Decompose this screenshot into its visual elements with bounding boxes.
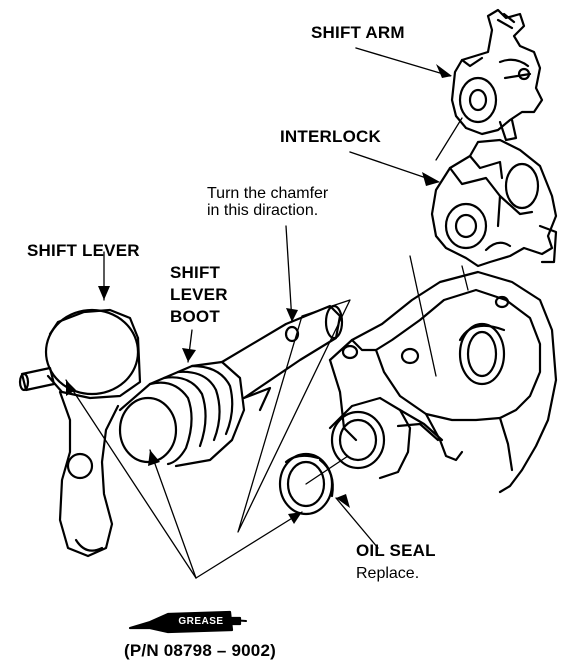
chamfer-note: Turn the chamfer in this diraction. [207,185,329,220]
label-leaders [349,47,451,183]
oil-seal-note: Replace. [356,565,420,582]
shift-lever-boot-label: SHIFT LEVER BOOT [170,262,228,328]
shift-arm-label: SHIFT ARM [311,23,405,42]
oil-seal-label: OIL SEAL [356,541,436,560]
arrowheads [66,64,452,524]
boot-label-line-3: BOOT [170,307,220,327]
boot-label-line-2: LEVER [170,285,228,305]
housing-boss [328,396,444,480]
chamfer-note-line-1: Turn the chamfer [207,185,329,202]
shift-arm-part [450,8,544,142]
grease-label: GREASE [172,614,230,630]
part-number-label: (P/N 08798 – 9002) [124,641,276,660]
interlock-label: INTERLOCK [280,127,381,146]
interlock-part [430,138,558,268]
oil-seal-part [278,452,334,516]
housing-part [328,270,558,494]
shift-lever-part [18,304,344,558]
shift-lever-label: SHIFT LEVER [27,241,140,260]
boot-label-line-1: SHIFT [170,263,221,282]
chamfer-note-line-2: in this diraction. [207,201,319,219]
